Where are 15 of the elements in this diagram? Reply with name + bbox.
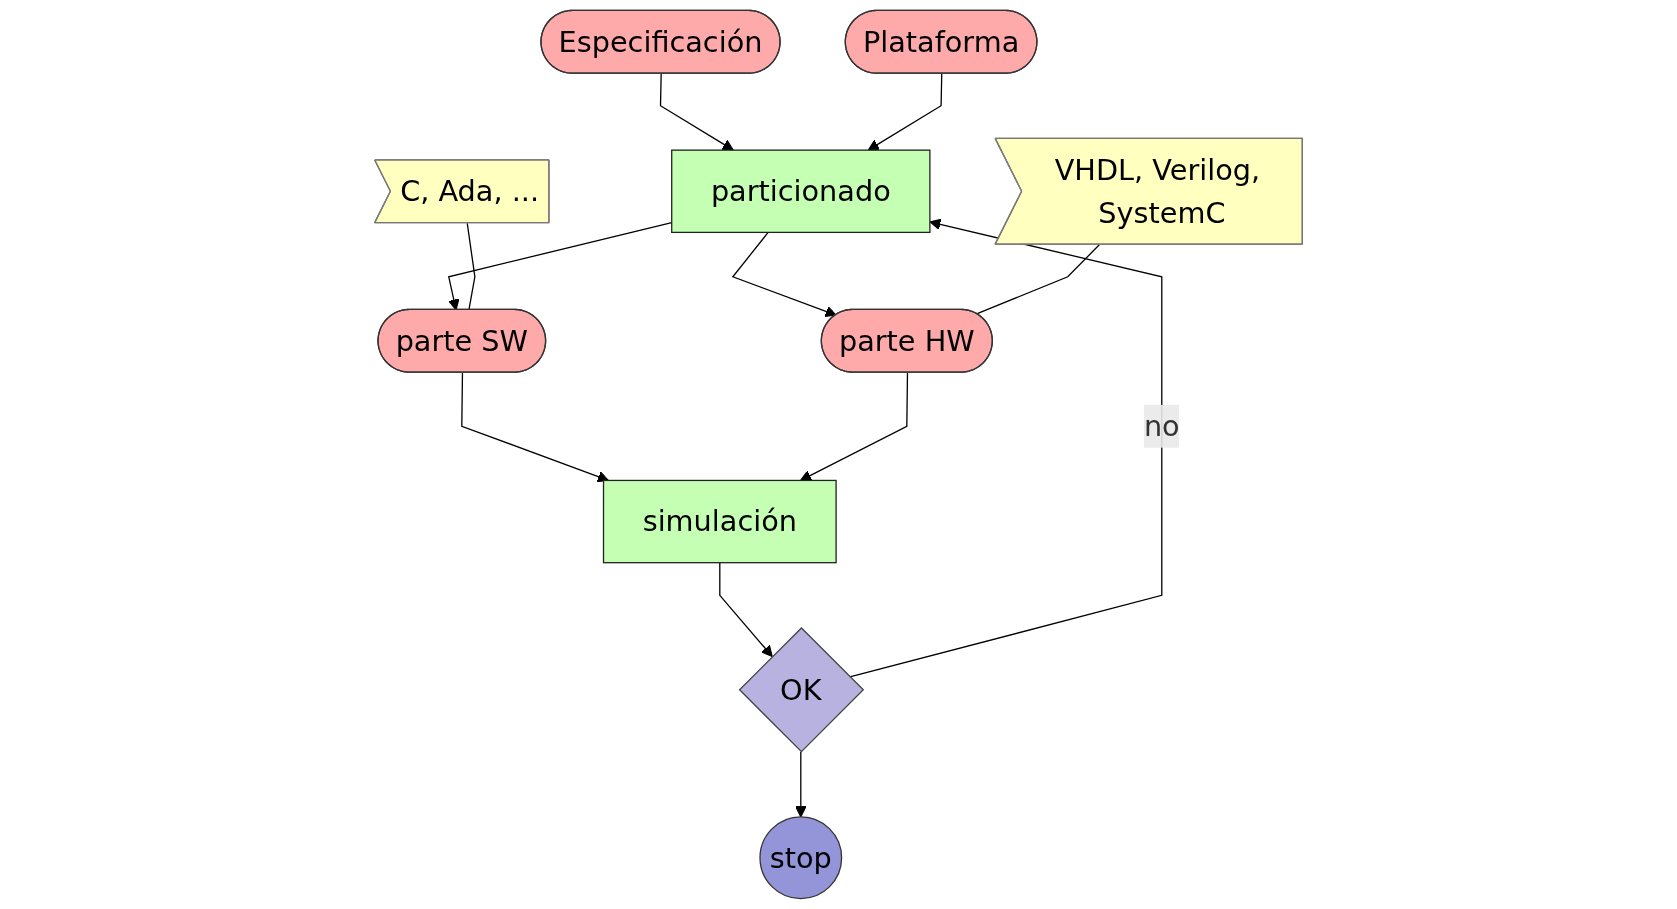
node-box: particionado [671,149,931,234]
arrow [867,73,943,151]
arrow [659,73,734,151]
arrow [731,231,837,317]
node-box: simulación [602,479,837,564]
node-diamond: OK [738,627,865,753]
arrow [849,218,1163,678]
arrow [800,372,909,481]
arrow [461,372,609,483]
edge-label: no [1143,409,1180,443]
connector [975,244,1100,315]
connector [466,222,476,311]
arrow [719,562,773,658]
node-circle: stop [759,816,843,900]
arrow [795,751,807,818]
